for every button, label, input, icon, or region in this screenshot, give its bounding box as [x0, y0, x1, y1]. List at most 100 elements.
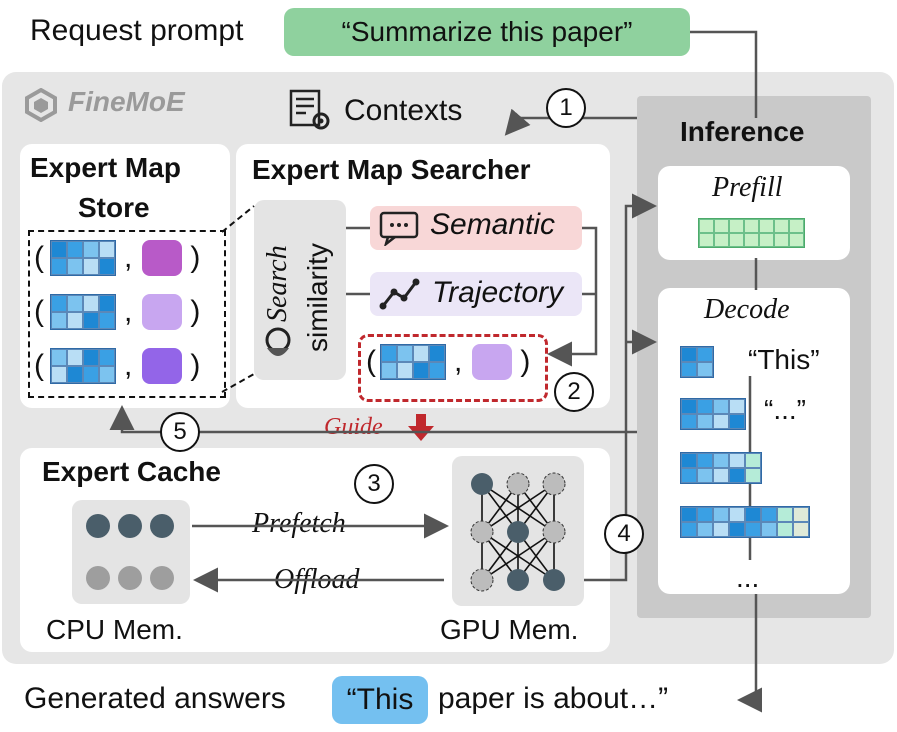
- grid-cell: [51, 312, 67, 329]
- grid-cell: [381, 345, 397, 362]
- store-entry: (,): [34, 240, 200, 276]
- grid-cell: [729, 399, 745, 414]
- grid-cell: [793, 507, 809, 522]
- grid-cell: [99, 366, 115, 383]
- grid-cell: [99, 241, 115, 258]
- trajectory-label: Trajectory: [432, 276, 564, 309]
- grid-cell: [761, 507, 777, 522]
- grid-cell: [744, 219, 759, 233]
- store-title-line2: Store: [78, 192, 150, 223]
- semantic-label: Semantic: [430, 208, 556, 241]
- cache-title: Expert Cache: [42, 456, 221, 487]
- grid-cell: [413, 345, 429, 362]
- decode-token-this: “This”: [748, 344, 820, 375]
- grid-cell: [83, 241, 99, 258]
- prefill-label: Prefill: [712, 172, 783, 203]
- grid-cell: [745, 468, 761, 483]
- grid-cell: [793, 522, 809, 537]
- grid-cell: [713, 522, 729, 537]
- grid-cell: [729, 453, 745, 468]
- trajectory-icon: [378, 276, 422, 312]
- grid-cell: [681, 362, 697, 377]
- paren-close: ): [190, 349, 201, 382]
- step-2-marker: 2: [554, 372, 594, 412]
- decode-step-grid: [680, 346, 714, 378]
- grid-cell: [774, 219, 789, 233]
- guide-arrow-icon: [408, 414, 434, 442]
- answer-highlight-token: “This: [332, 676, 428, 724]
- cpu-expert-dot: [118, 514, 142, 538]
- cpu-expert-dot: [86, 566, 110, 590]
- grid-cell: [713, 399, 729, 414]
- grid-cell: [697, 522, 713, 537]
- generated-answers-label: Generated answers: [24, 682, 286, 715]
- grid-cell: [713, 507, 729, 522]
- grid-cell: [697, 453, 713, 468]
- step-4-marker: 4: [604, 514, 644, 554]
- grid-cell: [99, 349, 115, 366]
- grid-cell: [729, 522, 745, 537]
- grid-cell: [697, 399, 713, 414]
- expert-map-square: [142, 348, 183, 384]
- grid-cell: [681, 414, 697, 429]
- step-1-marker: 1: [546, 88, 586, 128]
- grid-cell: [774, 233, 789, 247]
- grid-cell: [697, 362, 713, 377]
- grid-cell: [745, 522, 761, 537]
- grid-cell: [729, 233, 744, 247]
- grid-cell: [67, 258, 83, 275]
- grid-cell: [744, 233, 759, 247]
- grid-cell: [697, 414, 713, 429]
- grid-cell: [729, 414, 745, 429]
- paren-open: (: [34, 349, 44, 382]
- grid-cell: [681, 507, 697, 522]
- grid-cell: [99, 295, 115, 312]
- store-entry: (,): [34, 294, 200, 330]
- grid-cell: [697, 347, 713, 362]
- cpu-expert-dot: [118, 566, 142, 590]
- grid-cell: [429, 345, 445, 362]
- grid-cell: [83, 349, 99, 366]
- cpu-expert-dot: [150, 514, 174, 538]
- expert-map-grid: [380, 344, 446, 380]
- search-result-box: [358, 334, 548, 402]
- step-3-marker: 3: [354, 464, 394, 504]
- grid-cell: [67, 241, 83, 258]
- grid-cell: [714, 219, 729, 233]
- contexts-icon: [288, 88, 332, 132]
- grid-cell: [713, 468, 729, 483]
- grid-cell: [697, 468, 713, 483]
- grid-cell: [699, 233, 714, 247]
- decode-label: Decode: [704, 294, 790, 325]
- contexts-label: Contexts: [344, 94, 463, 127]
- decode-step-grid: [680, 398, 746, 430]
- grid-cell: [713, 414, 729, 429]
- grid-cell: [413, 362, 429, 379]
- paren-close: ): [190, 241, 201, 274]
- grid-cell: [729, 507, 745, 522]
- expert-map-grid: [50, 294, 116, 330]
- grid-cell: [759, 219, 774, 233]
- searcher-title: Expert Map Searcher: [252, 154, 531, 185]
- grid-cell: [761, 522, 777, 537]
- grid-cell: [51, 241, 67, 258]
- expert-map-square: [142, 240, 183, 276]
- gpu-label: GPU Mem.: [440, 614, 579, 645]
- grid-cell: [745, 453, 761, 468]
- expert-map-grid: [50, 348, 116, 384]
- grid-cell: [777, 507, 793, 522]
- step-5-marker: 5: [160, 412, 200, 452]
- inference-title: Inference: [680, 116, 805, 147]
- cpu-expert-dot: [86, 514, 110, 538]
- store-entry: (,): [34, 348, 200, 384]
- paren-open: (: [366, 345, 376, 378]
- cpu-expert-dot: [150, 566, 174, 590]
- grid-cell: [681, 347, 697, 362]
- store-entries-box: [28, 230, 226, 398]
- paren-close: ): [520, 345, 531, 378]
- grid-cell: [681, 468, 697, 483]
- grid-cell: [397, 345, 413, 362]
- grid-cell: [381, 362, 397, 379]
- grid-cell: [759, 233, 774, 247]
- grid-cell: [83, 295, 99, 312]
